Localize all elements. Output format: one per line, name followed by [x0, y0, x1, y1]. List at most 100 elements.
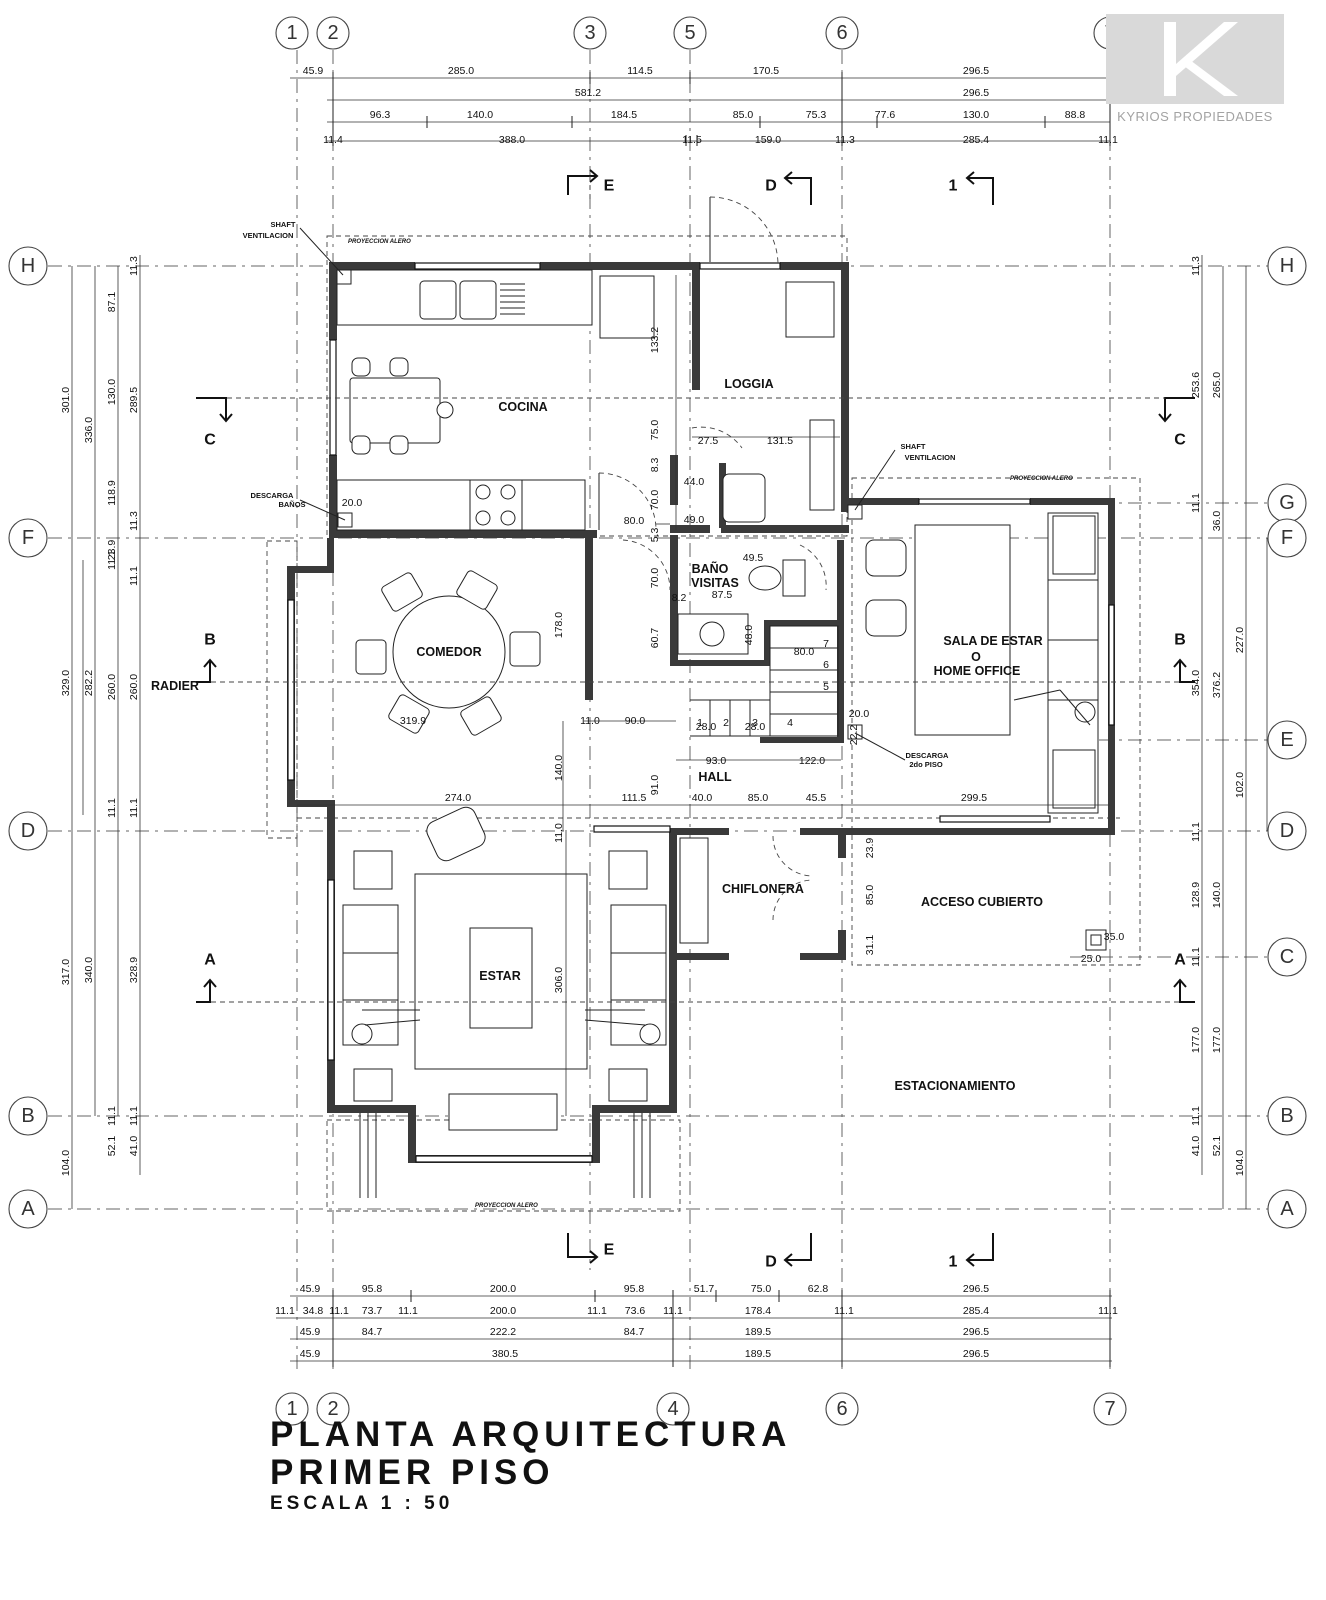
- dim-bottom-r1-3: 95.8: [624, 1283, 645, 1295]
- dim-right-c1-6: 177.0: [1190, 1027, 1202, 1053]
- grid-bubble-bottom-2: [316, 1392, 350, 1426]
- dim-top-r3-3: 85.0: [733, 109, 754, 121]
- title-line-2: PRIMER PISO: [270, 1453, 555, 1492]
- grid-bubble-right-e: [1267, 720, 1307, 760]
- note-shaft-1b: VENTILACION: [243, 231, 294, 240]
- idim-131: 131.5: [767, 435, 793, 447]
- note-proyeccion-2: PROYECCION ALERO: [1010, 476, 1073, 482]
- dim-top-r4-2: 11.5: [682, 134, 702, 146]
- note-descarga-1b: BAÑOS: [278, 500, 305, 509]
- dim-right-c1-3: 11.1: [1190, 822, 1202, 842]
- cut-label-c-right: C: [1174, 432, 1186, 449]
- grid-label-left-b: B: [21, 1105, 34, 1127]
- dim-bottom-r2-6: 11.1: [587, 1305, 607, 1317]
- room-label-estacionamiento: ESTACIONAMIENTO: [894, 1079, 1015, 1093]
- cut-label-d-top: D: [765, 178, 777, 195]
- grid-label-right-d: D: [1280, 820, 1294, 842]
- dim-left-c1-0: 301.0: [60, 387, 72, 413]
- dim-bottom-r1-4: 51.7: [694, 1283, 715, 1295]
- grid-label-right-b: B: [1280, 1105, 1293, 1127]
- dim-bottom-r2-8: 11.1: [663, 1305, 683, 1317]
- grid-bubble-top-5: [673, 16, 707, 50]
- logo-name: KYRIOS PROPIEDADES: [1117, 109, 1273, 124]
- grid-label-bottom-4: 4: [667, 1398, 678, 1420]
- dim-bottom-r3-4: 189.5: [745, 1326, 771, 1338]
- dim-right-c2-3: 140.0: [1211, 882, 1223, 908]
- note-shaft-2a: SHAFT: [901, 442, 926, 451]
- grid-label-right-f: F: [1281, 527, 1293, 549]
- cut-label-c-left: C: [204, 432, 216, 449]
- grid-label-bottom-6: 6: [836, 1398, 847, 1420]
- dimensions-top: 45.9 285.0 114.5 170.5 296.5 581.2 296.5…: [290, 65, 1118, 146]
- dim-bottom-r3-0: 45.9: [300, 1326, 321, 1338]
- dim-right-c1-5: 128.9: [1190, 882, 1202, 908]
- grid-label-right-e: E: [1280, 729, 1293, 751]
- cut-label-b-right: B: [1174, 632, 1186, 649]
- grid-bubble-bottom-7: [1093, 1392, 1127, 1426]
- notes: SHAFT VENTILACION SHAFT VENTILACION DESC…: [243, 220, 1074, 1209]
- idim-274: 274.0: [445, 792, 471, 804]
- dim-top-r4-4: 11.3: [835, 134, 855, 146]
- dim-left-c4-6: 328.9: [128, 957, 140, 983]
- idim-93: 93.0: [706, 755, 727, 767]
- dim-left-c4-3: 11.1: [128, 566, 140, 586]
- logo-mark: [1106, 14, 1284, 104]
- logo-k-icon: [1164, 22, 1238, 96]
- grid-label-left-h: H: [21, 255, 35, 277]
- idim-122: 122.0: [799, 755, 825, 767]
- grid-label-left-d: D: [21, 820, 35, 842]
- room-labels: COCINA LOGGIA BAÑO VISITAS COMEDOR RADIE…: [151, 377, 1043, 1093]
- dim-left-c2-2: 340.0: [83, 957, 95, 983]
- title-line-1: PLANTA ARQUITECTURA: [270, 1415, 792, 1454]
- dim-bottom-r3-1: 84.7: [362, 1326, 383, 1338]
- dim-right-c2-1: 36.0: [1211, 511, 1223, 532]
- dim-bottom-r4-2: 189.5: [745, 1348, 771, 1360]
- idim-910: 91.0: [649, 775, 661, 796]
- note-descarga-2a: DESCARGA: [906, 751, 950, 760]
- dim-left-c1-1: 329.0: [60, 670, 72, 696]
- grid-bubble-top-1: [275, 16, 309, 50]
- grid-label-right-h: H: [1280, 255, 1294, 277]
- idim-222: 22.2: [848, 725, 860, 746]
- grid-bubble-top-6: [825, 16, 859, 50]
- idim-70a: 70.0: [649, 490, 661, 511]
- dim-left-c4-8: 41.0: [128, 1136, 140, 1157]
- walls: [287, 262, 1115, 1163]
- grid-label-left-f: F: [22, 527, 34, 549]
- dim-bottom-r3-5: 296.5: [963, 1326, 989, 1338]
- idim-82: 8.2: [672, 592, 687, 604]
- note-shaft-2b: VENTILACION: [905, 453, 956, 462]
- section-cuts: E D 1 C C B B A A E D 1: [196, 169, 1195, 1271]
- dim-bottom-r2-10: 11.1: [834, 1305, 854, 1317]
- grid-label-bottom-1: 1: [286, 1398, 297, 1420]
- stair-step-6: 6: [823, 659, 829, 671]
- note-descarga-2b: 2do PISO: [909, 760, 943, 769]
- dim-right-c2-0: 265.0: [1211, 372, 1223, 398]
- idim-311: 31.1: [864, 935, 876, 956]
- dim-right-c1-4: 11.1: [1190, 947, 1202, 967]
- grid-bubble-right-d: [1267, 811, 1307, 851]
- dim-bottom-r2-9: 178.4: [745, 1305, 771, 1317]
- grid-bubble-left-h: [8, 246, 48, 286]
- dim-top-r2-1: 296.5: [963, 87, 989, 99]
- dim-top-r4-0: 11.4: [323, 134, 343, 146]
- dim-bottom-r1-2: 200.0: [490, 1283, 516, 1295]
- dimensions-right: 11.3 253.6 11.1 11.1 11.1 128.9 177.0 11…: [1190, 255, 1268, 1209]
- idim-48: 48.0: [743, 625, 755, 646]
- room-label-radier: RADIER: [151, 679, 199, 693]
- idim-53: 5.3: [649, 528, 661, 543]
- dim-right-c1-8: 41.0: [1190, 1136, 1202, 1157]
- idim-27: 27.5: [698, 435, 719, 447]
- dim-left-c5-1: 11.1: [106, 798, 118, 818]
- dim-left-c4-2: 11.3: [128, 511, 140, 531]
- dim-left-c1-2: 317.0: [60, 959, 72, 985]
- grid-bubble-left-b: [8, 1096, 48, 1136]
- dim-left-c4-7: 11.1: [128, 1106, 140, 1126]
- idim-90: 90.0: [625, 715, 646, 727]
- dim-bottom-r3-3: 84.7: [624, 1326, 645, 1338]
- idim-239: 23.9: [864, 838, 876, 859]
- inner-dimensions: 133.2 75.0 27.5 131.5 8.3 44.0 70.0 49.0…: [297, 275, 1124, 1116]
- idim-280a: 28.0: [696, 721, 717, 733]
- idim-607: 60.7: [649, 628, 661, 649]
- idim-40: 40.0: [692, 792, 713, 804]
